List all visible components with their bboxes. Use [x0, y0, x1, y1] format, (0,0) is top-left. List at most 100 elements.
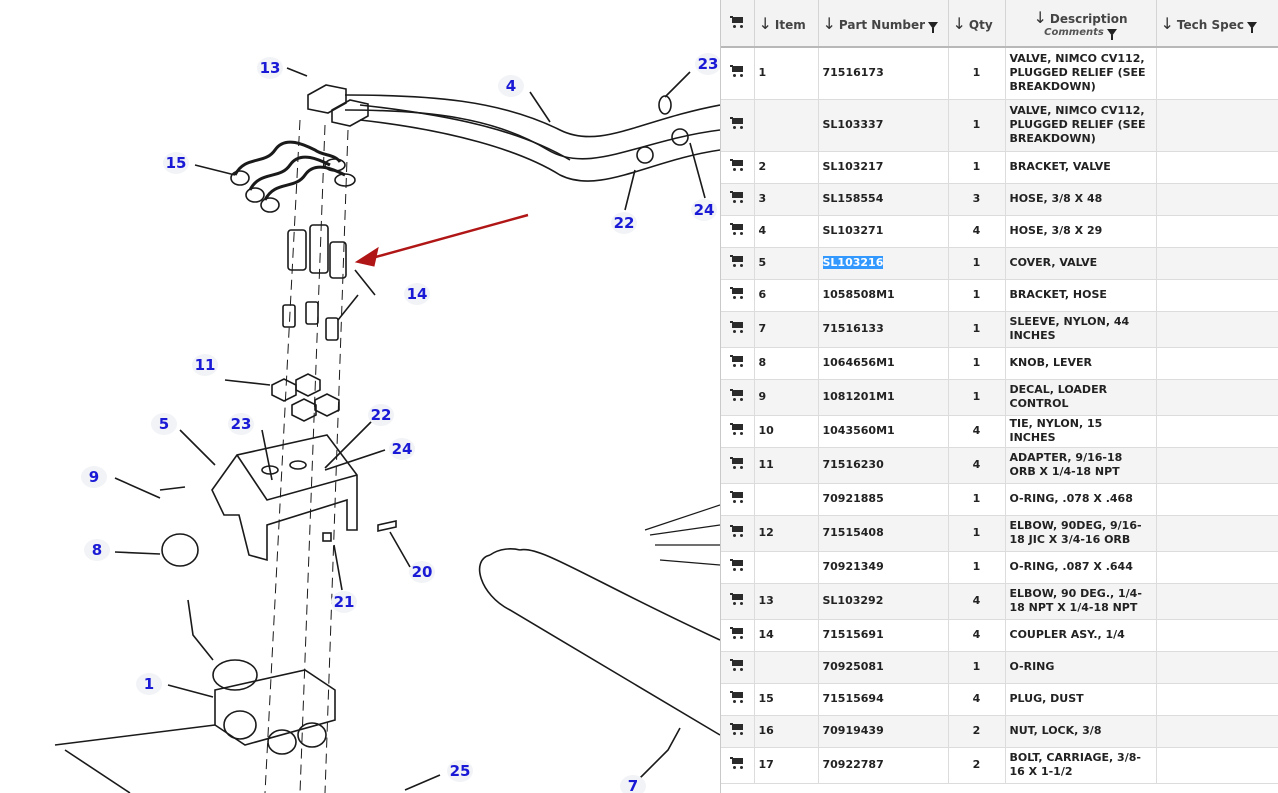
add-to-cart-cell[interactable] [721, 347, 755, 380]
cart-icon[interactable] [730, 757, 744, 769]
part-number-cell[interactable]: 1058508M1 [818, 279, 949, 312]
cart-icon[interactable] [730, 255, 744, 267]
part-number-cell[interactable]: 71516230 [818, 447, 949, 484]
callout-23b[interactable]: 23 [228, 413, 254, 435]
callout-20[interactable]: 20 [409, 561, 435, 583]
add-to-cart-cell[interactable] [721, 619, 755, 652]
header-part-number[interactable]: ↓Part Number [818, 0, 949, 48]
cart-icon[interactable] [730, 723, 744, 735]
callout-9[interactable]: 9 [81, 466, 107, 488]
callout-24[interactable]: 24 [691, 199, 717, 221]
cart-icon[interactable] [730, 117, 744, 129]
cart-icon[interactable] [730, 593, 744, 605]
callout-13[interactable]: 13 [257, 57, 283, 79]
add-to-cart-cell[interactable] [721, 47, 755, 100]
header-description[interactable]: ↓Description Comments [1005, 0, 1157, 48]
cart-icon[interactable] [730, 355, 744, 367]
callout-22[interactable]: 22 [611, 212, 637, 234]
callout-5[interactable]: 5 [151, 413, 177, 435]
filter-icon[interactable] [1246, 21, 1257, 33]
add-to-cart-cell[interactable] [721, 515, 755, 552]
callout-8[interactable]: 8 [84, 539, 110, 561]
add-to-cart-cell[interactable] [721, 151, 755, 184]
add-to-cart-cell[interactable] [721, 583, 755, 620]
add-to-cart-cell[interactable] [721, 311, 755, 348]
callout-22b[interactable]: 22 [368, 404, 394, 426]
callout-4[interactable]: 4 [498, 75, 524, 97]
part-number-cell[interactable]: 70922787 [818, 747, 949, 784]
add-to-cart-cell[interactable] [721, 99, 755, 152]
part-number-cell[interactable]: 71515408 [818, 515, 949, 552]
part-number-cell[interactable]: SL103217 [818, 151, 949, 184]
cart-icon[interactable] [730, 525, 744, 537]
callout-21[interactable]: 21 [331, 591, 357, 613]
add-to-cart-cell[interactable] [721, 247, 755, 280]
cart-icon[interactable] [730, 491, 744, 503]
part-number-cell[interactable]: 70921349 [818, 551, 949, 584]
cart-icon[interactable] [730, 627, 744, 639]
cart-icon[interactable] [730, 321, 744, 333]
filter-icon[interactable] [928, 21, 939, 33]
add-to-cart-cell[interactable] [721, 279, 755, 312]
part-number-cell[interactable]: 70921885 [818, 483, 949, 516]
part-number-cell[interactable]: 71516133 [818, 311, 949, 348]
part-number-cell[interactable]: SL158554 [818, 183, 949, 216]
cart-icon[interactable] [730, 287, 744, 299]
header-item[interactable]: ↓Item [754, 0, 819, 48]
part-number-cell[interactable]: 70919439 [818, 715, 949, 748]
cart-icon[interactable] [730, 65, 744, 78]
cart-icon[interactable] [730, 457, 744, 469]
callout-25[interactable]: 25 [447, 760, 473, 782]
cart-icon[interactable] [730, 191, 744, 203]
parts-list-panel[interactable]: ↓Item ↓Part Number ↓Qty ↓Description Com… [720, 0, 1278, 793]
part-number-cell[interactable]: SL103292 [818, 583, 949, 620]
part-number-cell[interactable]: SL103337 [818, 99, 949, 152]
part-number-cell[interactable]: 71516173 [818, 47, 949, 100]
callout-11[interactable]: 11 [192, 354, 218, 376]
part-number-cell[interactable]: 71515694 [818, 683, 949, 716]
cart-icon[interactable] [730, 423, 744, 435]
cart-icon[interactable] [730, 559, 744, 571]
add-to-cart-cell[interactable] [721, 183, 755, 216]
callout-1[interactable]: 1 [136, 673, 162, 695]
cart-icon[interactable] [730, 659, 744, 671]
part-number-cell[interactable]: 1043560M1 [818, 415, 949, 448]
add-to-cart-cell[interactable] [721, 379, 755, 416]
header-qty[interactable]: ↓Qty [948, 0, 1006, 48]
add-to-cart-cell[interactable] [721, 415, 755, 448]
callout-14[interactable]: 14 [404, 283, 430, 305]
header-cart[interactable] [721, 0, 755, 48]
part-number-cell[interactable]: 1081201M1 [818, 379, 949, 416]
filter-icon[interactable] [1106, 28, 1117, 40]
callout-15[interactable]: 15 [163, 152, 189, 174]
add-to-cart-cell[interactable] [721, 651, 755, 684]
exploded-parts-diagram[interactable]: 13 4 23 15 24 22 14 11 5 23 22 24 9 8 20… [0, 0, 720, 793]
add-to-cart-cell[interactable] [721, 683, 755, 716]
header-tech-spec[interactable]: ↓Tech Spec [1156, 0, 1278, 48]
callout-7[interactable]: 7 [620, 775, 646, 793]
part-number-cell[interactable]: 71515691 [818, 619, 949, 652]
part-number-cell[interactable]: SL103216 [818, 247, 949, 280]
cart-icon[interactable] [730, 389, 744, 401]
cart-icon[interactable] [730, 223, 744, 235]
callout-24b[interactable]: 24 [389, 438, 415, 460]
cart-icon[interactable] [730, 691, 744, 703]
add-to-cart-cell[interactable] [721, 447, 755, 484]
part-number-cell[interactable]: 1064656M1 [818, 347, 949, 380]
